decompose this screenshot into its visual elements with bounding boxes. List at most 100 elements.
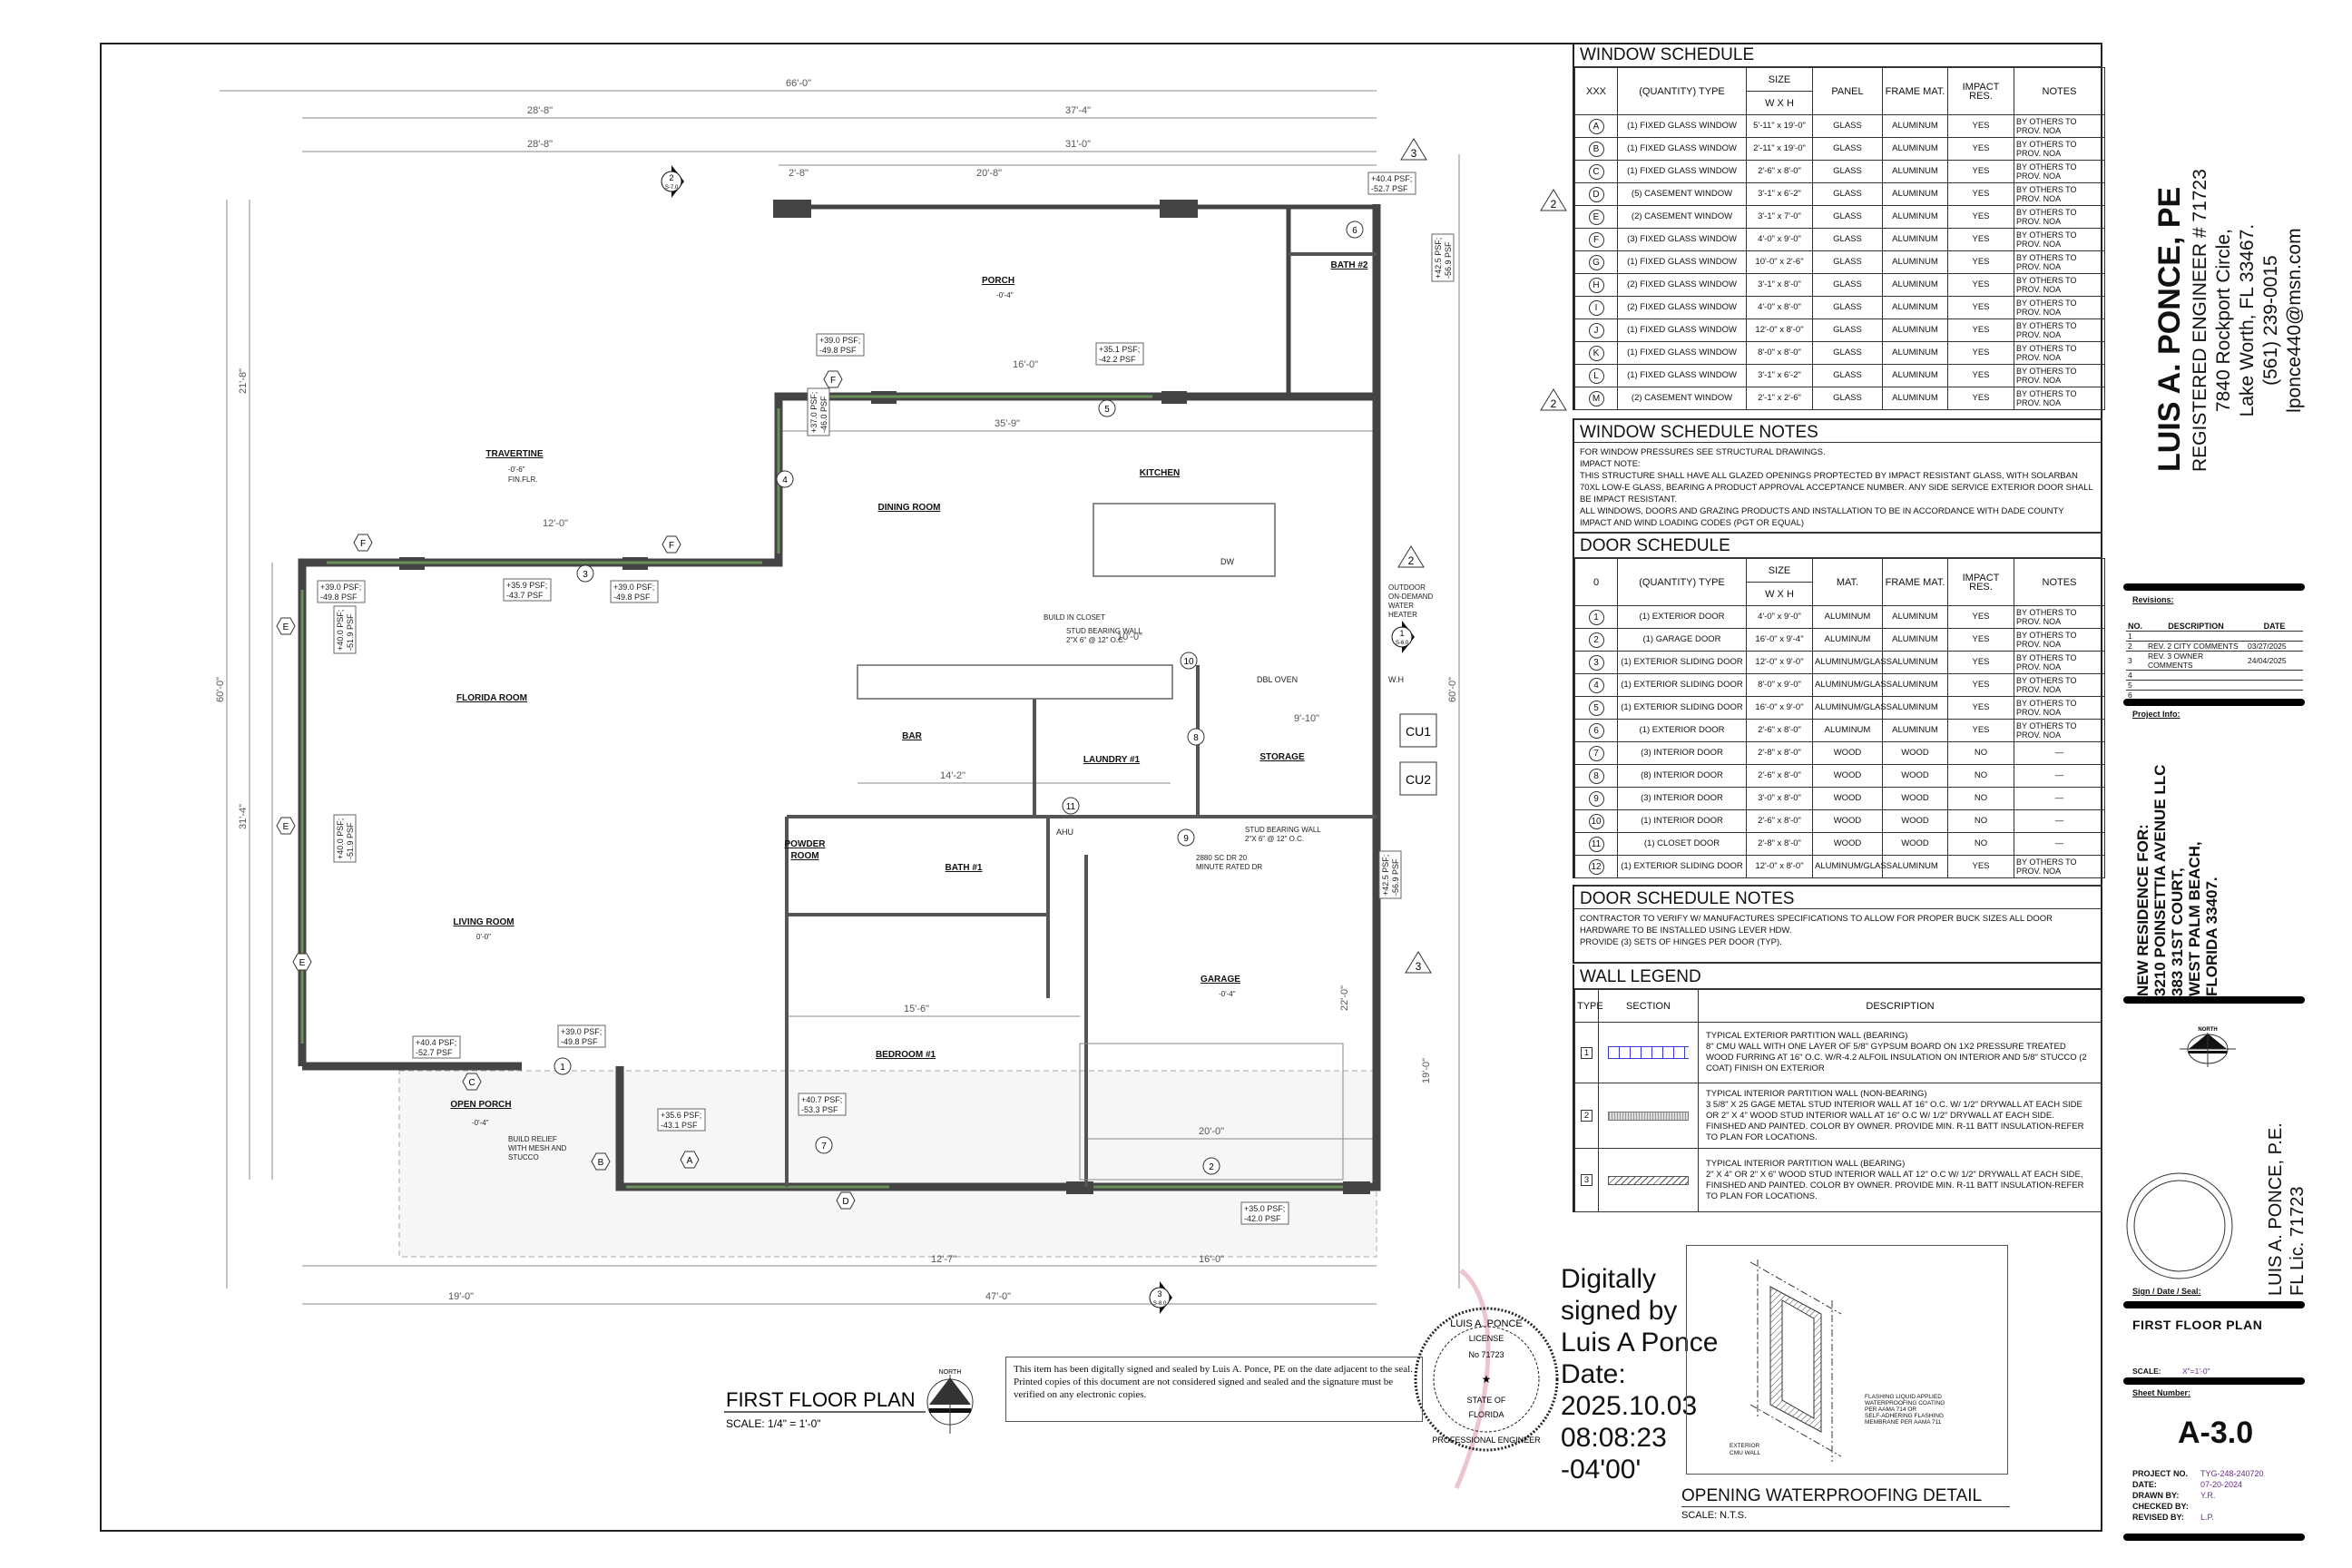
cell-size: 2'-11" x 19'-0" (1746, 137, 1813, 161)
note-build-closet: BUILD IN CLOSET (1044, 613, 1105, 622)
room-bedroom: BEDROOM #1 (876, 1050, 936, 1060)
window-schedule: WINDOW SCHEDULE XXX (QUANTITY) TYPE SIZE… (1573, 43, 2105, 410)
door-tag-text: 6 (1352, 226, 1357, 236)
room-storage: STORAGE (1259, 752, 1305, 762)
cell-tag: M (1574, 387, 1618, 410)
cell-type: (2) CASEMENT WINDOW (1617, 387, 1747, 410)
disclaimer-line-1: This item has been digitally signed and … (1014, 1364, 1413, 1375)
cell-notes: BY OTHERS TO PROV. NOA (2014, 228, 2105, 251)
cell-impact: YES (1947, 341, 2014, 365)
cell-mat: WOOD (1812, 809, 1883, 833)
window-tag-text: F (360, 539, 366, 549)
window-tag-text: A (687, 1156, 693, 1166)
positive-pressure: +39.0 PSF; (613, 583, 654, 592)
cell-notes: BY OTHERS TO PROV. NOA (2014, 273, 2105, 297)
wall-section-swatch (1608, 1046, 1689, 1059)
cell-impact: YES (1947, 137, 2014, 161)
cell-tag: K (1574, 341, 1618, 365)
window-tag-icon: E (1588, 209, 1604, 225)
note-relief-1: BUILD RELIEF (508, 1135, 557, 1143)
positive-pressure: +39.0 PSF; (819, 336, 860, 345)
pressure-label-p16: +42.5 PSF;-56.9 PSF (1378, 850, 1402, 899)
dim-bottom-16: 16'-0" (1199, 1254, 1224, 1265)
window-note-line: IMPACT NOTE: (1580, 459, 1641, 469)
door-notes-body: CONTRACTOR TO VERIFY W/ MANUFACTURES SPE… (1574, 909, 2102, 964)
revision-description: REV. 2 CITY COMMENTS (2146, 641, 2246, 652)
cell-frame: ALUMINUM (1882, 696, 1948, 720)
project-line: NEW RESIDENCE FOR: (2134, 824, 2151, 996)
window-notes-title: WINDOW SCHEDULE NOTES (1574, 418, 2102, 443)
note-stud-wall-2: STUD BEARING WALL (1245, 826, 1321, 834)
address-line-1: 7840 Rockport Circle, (2213, 229, 2234, 413)
seal-number: No 71723 (1468, 1350, 1504, 1359)
cell-type: (1) FIXED GLASS WINDOW (1617, 137, 1747, 161)
room-dining: DINING ROOM (878, 503, 941, 513)
negative-pressure: -52.7 PSF (416, 1048, 453, 1057)
door-tag-1: 1 (554, 1057, 572, 1075)
cell-frame: ALUMINUM (1882, 341, 1948, 365)
cell-notes: BY OTHERS TO PROV. NOA (2014, 387, 2105, 410)
cell-panel: GLASS (1812, 160, 1883, 183)
cell-description: TYPICAL EXTERIOR PARTITION WALL (BEARING… (1698, 1022, 2102, 1083)
cell-mat: ALUMINUM (1812, 605, 1883, 629)
cell-notes: BY OTHERS TO PROV. NOA (2014, 160, 2105, 183)
door-tag-icon: 1 (1588, 609, 1604, 625)
cell-type: (1) EXTERIOR DOOR (1617, 605, 1747, 629)
cell-type: (3) INTERIOR DOOR (1617, 787, 1747, 810)
checked-by-label: CHECKED BY: (2132, 1502, 2189, 1511)
pressure-label-p10: +40.7 PSF;-53.3 PSF (798, 1093, 847, 1116)
cell-tag: 6 (1574, 719, 1618, 742)
revision-triangle-icon: 2 (1540, 388, 1567, 411)
checked-by (2200, 1501, 2305, 1512)
cell-impact: YES (1947, 364, 2014, 387)
positive-pressure: +42.5 PSF; (1434, 238, 1443, 279)
cell-tag: F (1574, 228, 1618, 251)
door-tag-text: 8 (1193, 733, 1199, 743)
cell-impact: YES (1947, 855, 2014, 878)
positive-pressure: +40.7 PSF; (801, 1095, 842, 1104)
cell-panel: GLASS (1812, 273, 1883, 297)
wall-type-title: TYPICAL EXTERIOR PARTITION WALL (BEARING… (1706, 1031, 1908, 1041)
flashing-note-1: FLASHING LIQUID APPLIED (1865, 1394, 1942, 1400)
note-stud-spec: 2"X 6" @ 12" O.C. (1066, 636, 1125, 644)
cell-notes: BY OTHERS TO PROV. NOA (2014, 855, 2105, 878)
revision-description (2146, 670, 2246, 681)
cell-size: 16'-0" x 9'-4" (1746, 628, 1813, 652)
sign-date-seal-label: Sign / Date / Seal: (2132, 1287, 2201, 1296)
door-schedule: DOOR SCHEDULE 0 (QUANTITY) TYPE SIZE MAT… (1573, 534, 2105, 878)
window-note-line: FOR WINDOW PRESSURES SEE STRUCTURAL DRAW… (1580, 447, 1826, 457)
window-tag-text: E (283, 622, 289, 632)
door-tag-icon: 12 (1588, 858, 1604, 875)
cell-frame: WOOD (1882, 741, 1948, 765)
cell-frame: ALUMINUM (1882, 387, 1948, 410)
window-tag-E: E (292, 953, 312, 971)
cell-impact: YES (1947, 387, 2014, 410)
cell-size: 2'-6" x 8'-0" (1746, 719, 1813, 742)
cell-size: 8'-0" x 9'-0" (1746, 673, 1813, 697)
cell-type: (8) INTERIOR DOOR (1617, 764, 1747, 788)
pressure-label-p2: +35.9 PSF;-43.7 PSF (503, 578, 552, 602)
vehicle-outline (1079, 1043, 1344, 1181)
cell-type: (1) FIXED GLASS WINDOW (1617, 341, 1747, 365)
note-relief-2: WITH MESH AND (508, 1144, 567, 1152)
cell-type: (1) EXTERIOR SLIDING DOOR (1617, 855, 1747, 878)
cell-frame: ALUMINUM (1882, 137, 1948, 161)
cell-impact: YES (1947, 273, 2014, 297)
positive-pressure: +35.1 PSF; (1099, 345, 1140, 354)
door-schedule-table: 0 (QUANTITY) TYPE SIZE MAT. FRAME MAT. I… (1574, 558, 2105, 878)
door-tag-text: 1 (560, 1063, 565, 1073)
cell-tag: I (1574, 296, 1618, 319)
cell-panel: GLASS (1812, 341, 1883, 365)
col-tag: 0 (1574, 558, 1618, 606)
window-note-line: ALL WINDOWS, DOORS AND GRAZING PRODUCTS … (1580, 506, 2064, 528)
cell-type: (1) EXTERIOR SLIDING DOOR (1617, 651, 1747, 674)
cell-size: 2'-8" x 8'-0" (1746, 832, 1813, 856)
cell-impact: YES (1947, 182, 2014, 206)
col-impact: IMPACT RES. (1947, 558, 2014, 606)
revised-by: L.P. (2200, 1513, 2214, 1522)
